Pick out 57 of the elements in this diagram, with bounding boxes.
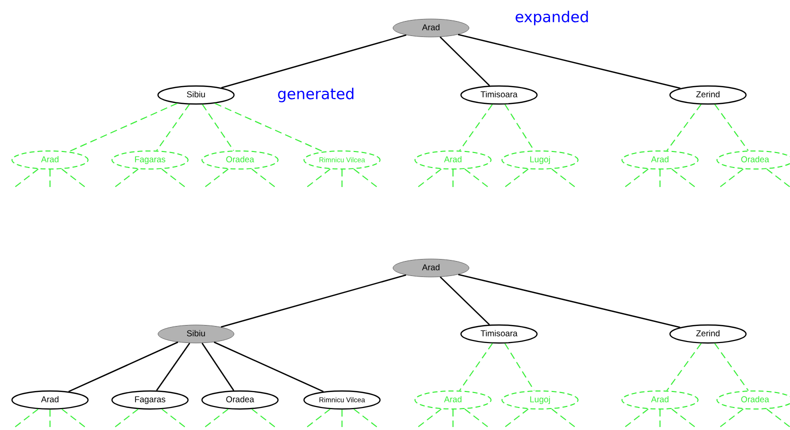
branch-line: [251, 168, 276, 188]
branch-line: [353, 168, 378, 188]
branch-line: [418, 408, 442, 428]
branch-line: [204, 168, 229, 188]
branch-line: [624, 168, 649, 188]
branch-line: [766, 408, 790, 428]
branch-line: [504, 408, 529, 428]
branch-line: [504, 168, 529, 188]
branch-line: [114, 408, 139, 428]
branch-line: [306, 408, 331, 428]
branch-line: [452, 169, 454, 188]
branch-line: [458, 34, 680, 89]
branch-line: [68, 342, 178, 392]
branch-line: [353, 408, 378, 428]
branch-line: [551, 168, 576, 188]
branch-line: [452, 408, 454, 428]
branch-line: [714, 342, 749, 392]
branch-line: [458, 274, 680, 328]
branch-line: [161, 168, 186, 188]
branch-line: [720, 168, 744, 188]
branch-line: [440, 276, 490, 326]
branch-line: [156, 342, 190, 391]
branch-line: [459, 104, 493, 152]
branch-line: [666, 104, 702, 152]
branch-line: [161, 408, 186, 428]
branch-line: [464, 408, 488, 428]
status-label: generated: [278, 88, 354, 102]
branch-line: [666, 342, 702, 392]
status-label: expanded: [516, 10, 588, 26]
branch-line: [61, 168, 86, 188]
branch-line: [551, 408, 576, 428]
branch-line: [68, 102, 178, 152]
branch-line: [624, 408, 649, 428]
branch-line: [61, 408, 86, 428]
branch-line: [504, 342, 535, 392]
branch-line: [418, 168, 442, 188]
branch-line: [671, 408, 696, 428]
branch-line: [306, 168, 331, 188]
branch-line: [714, 104, 749, 152]
branch-line: [114, 168, 139, 188]
branch-line: [214, 102, 324, 152]
branch-line: [459, 342, 493, 392]
branch-line: [214, 342, 324, 392]
branch-line: [440, 36, 490, 86]
branch-line: [251, 408, 276, 428]
branch-line: [202, 104, 234, 152]
branch-line: [14, 408, 39, 428]
branch-line: [220, 274, 406, 328]
branch-line: [671, 168, 696, 188]
branch-line: [204, 408, 229, 428]
branch-line: [464, 168, 488, 188]
branch-line: [221, 34, 406, 88]
branch-line: [720, 408, 744, 428]
branch-line: [14, 168, 39, 188]
branch-line: [766, 168, 790, 188]
branch-line: [156, 104, 190, 152]
branch-line: [202, 342, 234, 391]
